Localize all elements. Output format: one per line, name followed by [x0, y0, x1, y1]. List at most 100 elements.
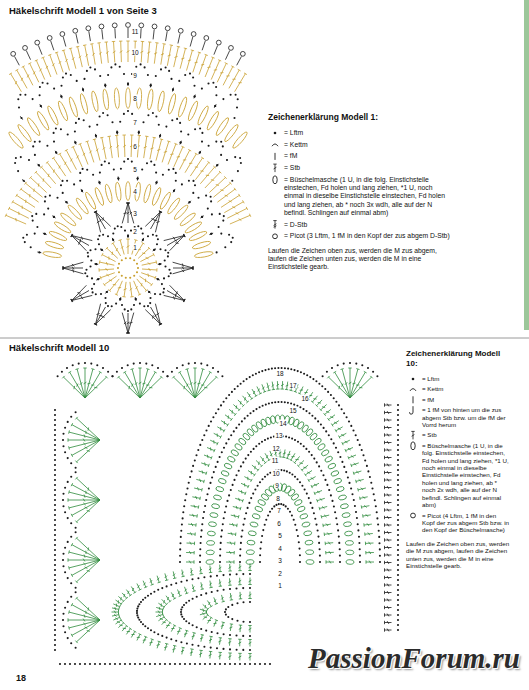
chain-dot — [222, 98, 224, 100]
chain-dot — [194, 459, 196, 461]
stitch-symbol — [119, 240, 125, 255]
stitch-symbol — [150, 137, 156, 159]
chain-dot — [357, 529, 359, 531]
chain-dot — [377, 523, 379, 525]
stitch-symbol — [71, 423, 100, 440]
stitch-symbol — [15, 69, 27, 88]
stitch-symbol — [239, 625, 242, 632]
stitch-symbol — [235, 73, 247, 92]
watermark: PassionForum.ru — [305, 641, 523, 675]
chain-dot — [269, 511, 271, 513]
chain-dot — [224, 663, 226, 665]
chain-dot — [91, 277, 93, 279]
chain-dot — [280, 469, 282, 471]
chain-dot — [199, 555, 201, 557]
chain-dot — [54, 419, 56, 421]
stitch-symbol — [162, 599, 168, 605]
chain-dot — [235, 427, 237, 429]
chain-dot — [341, 408, 343, 410]
stitch-symbol — [178, 371, 195, 398]
stitch-symbol — [145, 310, 161, 326]
chain-dot — [201, 529, 203, 531]
bobble-symbol — [157, 91, 166, 113]
chain-dot — [54, 459, 56, 461]
stitch-symbol — [267, 383, 271, 391]
number-holder: 13 — [274, 432, 283, 439]
bobble-symbol — [297, 421, 305, 430]
stitch-symbol — [214, 182, 232, 197]
chain-dot — [200, 536, 202, 538]
stitch-symbol — [229, 624, 233, 631]
chain-dot — [157, 633, 159, 635]
chain-dot — [59, 663, 61, 665]
chain-dot — [32, 98, 34, 100]
chain-dot — [330, 494, 332, 496]
stitch-symbol — [71, 560, 100, 577]
stitch-symbol — [150, 83, 151, 87]
chain-dot — [163, 277, 165, 279]
chain-dot — [264, 663, 266, 665]
chain-dot — [149, 302, 151, 304]
chain-dot — [107, 235, 109, 237]
chain-dot — [223, 517, 225, 519]
chain-dot — [142, 239, 144, 241]
chain-dot — [175, 180, 177, 182]
bobble-symbol — [305, 540, 313, 545]
chain-dot — [397, 529, 399, 531]
stitch-symbol — [75, 477, 100, 500]
stitch-symbol — [342, 440, 350, 445]
stitch-symbol — [238, 578, 241, 585]
chain-dot — [140, 601, 142, 603]
chain-dot — [247, 415, 249, 417]
chain-dot — [208, 487, 210, 489]
bobble-symbol — [246, 550, 254, 555]
chain-dot — [155, 182, 157, 184]
chain-dot — [147, 114, 149, 116]
chain-dot — [62, 565, 64, 567]
chain-dot — [95, 263, 97, 265]
chain-dot — [172, 168, 174, 170]
legend-entry: = fM — [268, 152, 450, 160]
stitch-symbol — [48, 54, 57, 74]
chain-dot — [309, 376, 311, 378]
stitch-symbol — [210, 440, 218, 445]
chain-dot — [54, 639, 56, 641]
stitch-symbol — [143, 581, 147, 588]
chain-dot — [371, 487, 373, 489]
stitch-symbol — [252, 389, 258, 397]
chain-dot — [84, 362, 86, 364]
chain-dot — [244, 518, 246, 520]
bobble-symbol — [91, 91, 100, 113]
chain-dot — [397, 629, 399, 631]
chain-dot — [99, 172, 101, 174]
stitch-symbol — [385, 568, 392, 571]
round-number: 11 — [131, 28, 140, 35]
chain-dot — [64, 631, 66, 633]
chain-dot — [148, 291, 150, 293]
chain-dot — [232, 237, 234, 239]
chain-dot — [210, 575, 212, 577]
chain-dot — [62, 619, 64, 621]
chain-dot — [229, 588, 231, 590]
stitch-symbol — [192, 584, 196, 591]
chain-dot — [170, 584, 172, 586]
chain-dot — [130, 308, 132, 310]
stitch-symbol — [219, 579, 222, 586]
chain-dot — [101, 249, 103, 251]
chain-dot — [252, 410, 254, 412]
chain-dot — [180, 641, 182, 643]
chain-dot — [289, 511, 291, 513]
chain-dot — [153, 631, 155, 633]
chain-dot — [179, 122, 181, 124]
bobble-symbol — [338, 494, 347, 500]
stitch-symbol — [248, 578, 251, 585]
stitch-symbol — [180, 48, 187, 69]
chain-dot — [155, 115, 157, 117]
chain-dot — [336, 523, 338, 525]
stitch-symbol — [231, 514, 239, 518]
stitch-symbol — [385, 538, 392, 541]
chain-dot — [92, 291, 94, 293]
chain-dot — [262, 529, 264, 531]
stitch-symbol — [228, 639, 231, 646]
chain-dot — [299, 554, 301, 556]
